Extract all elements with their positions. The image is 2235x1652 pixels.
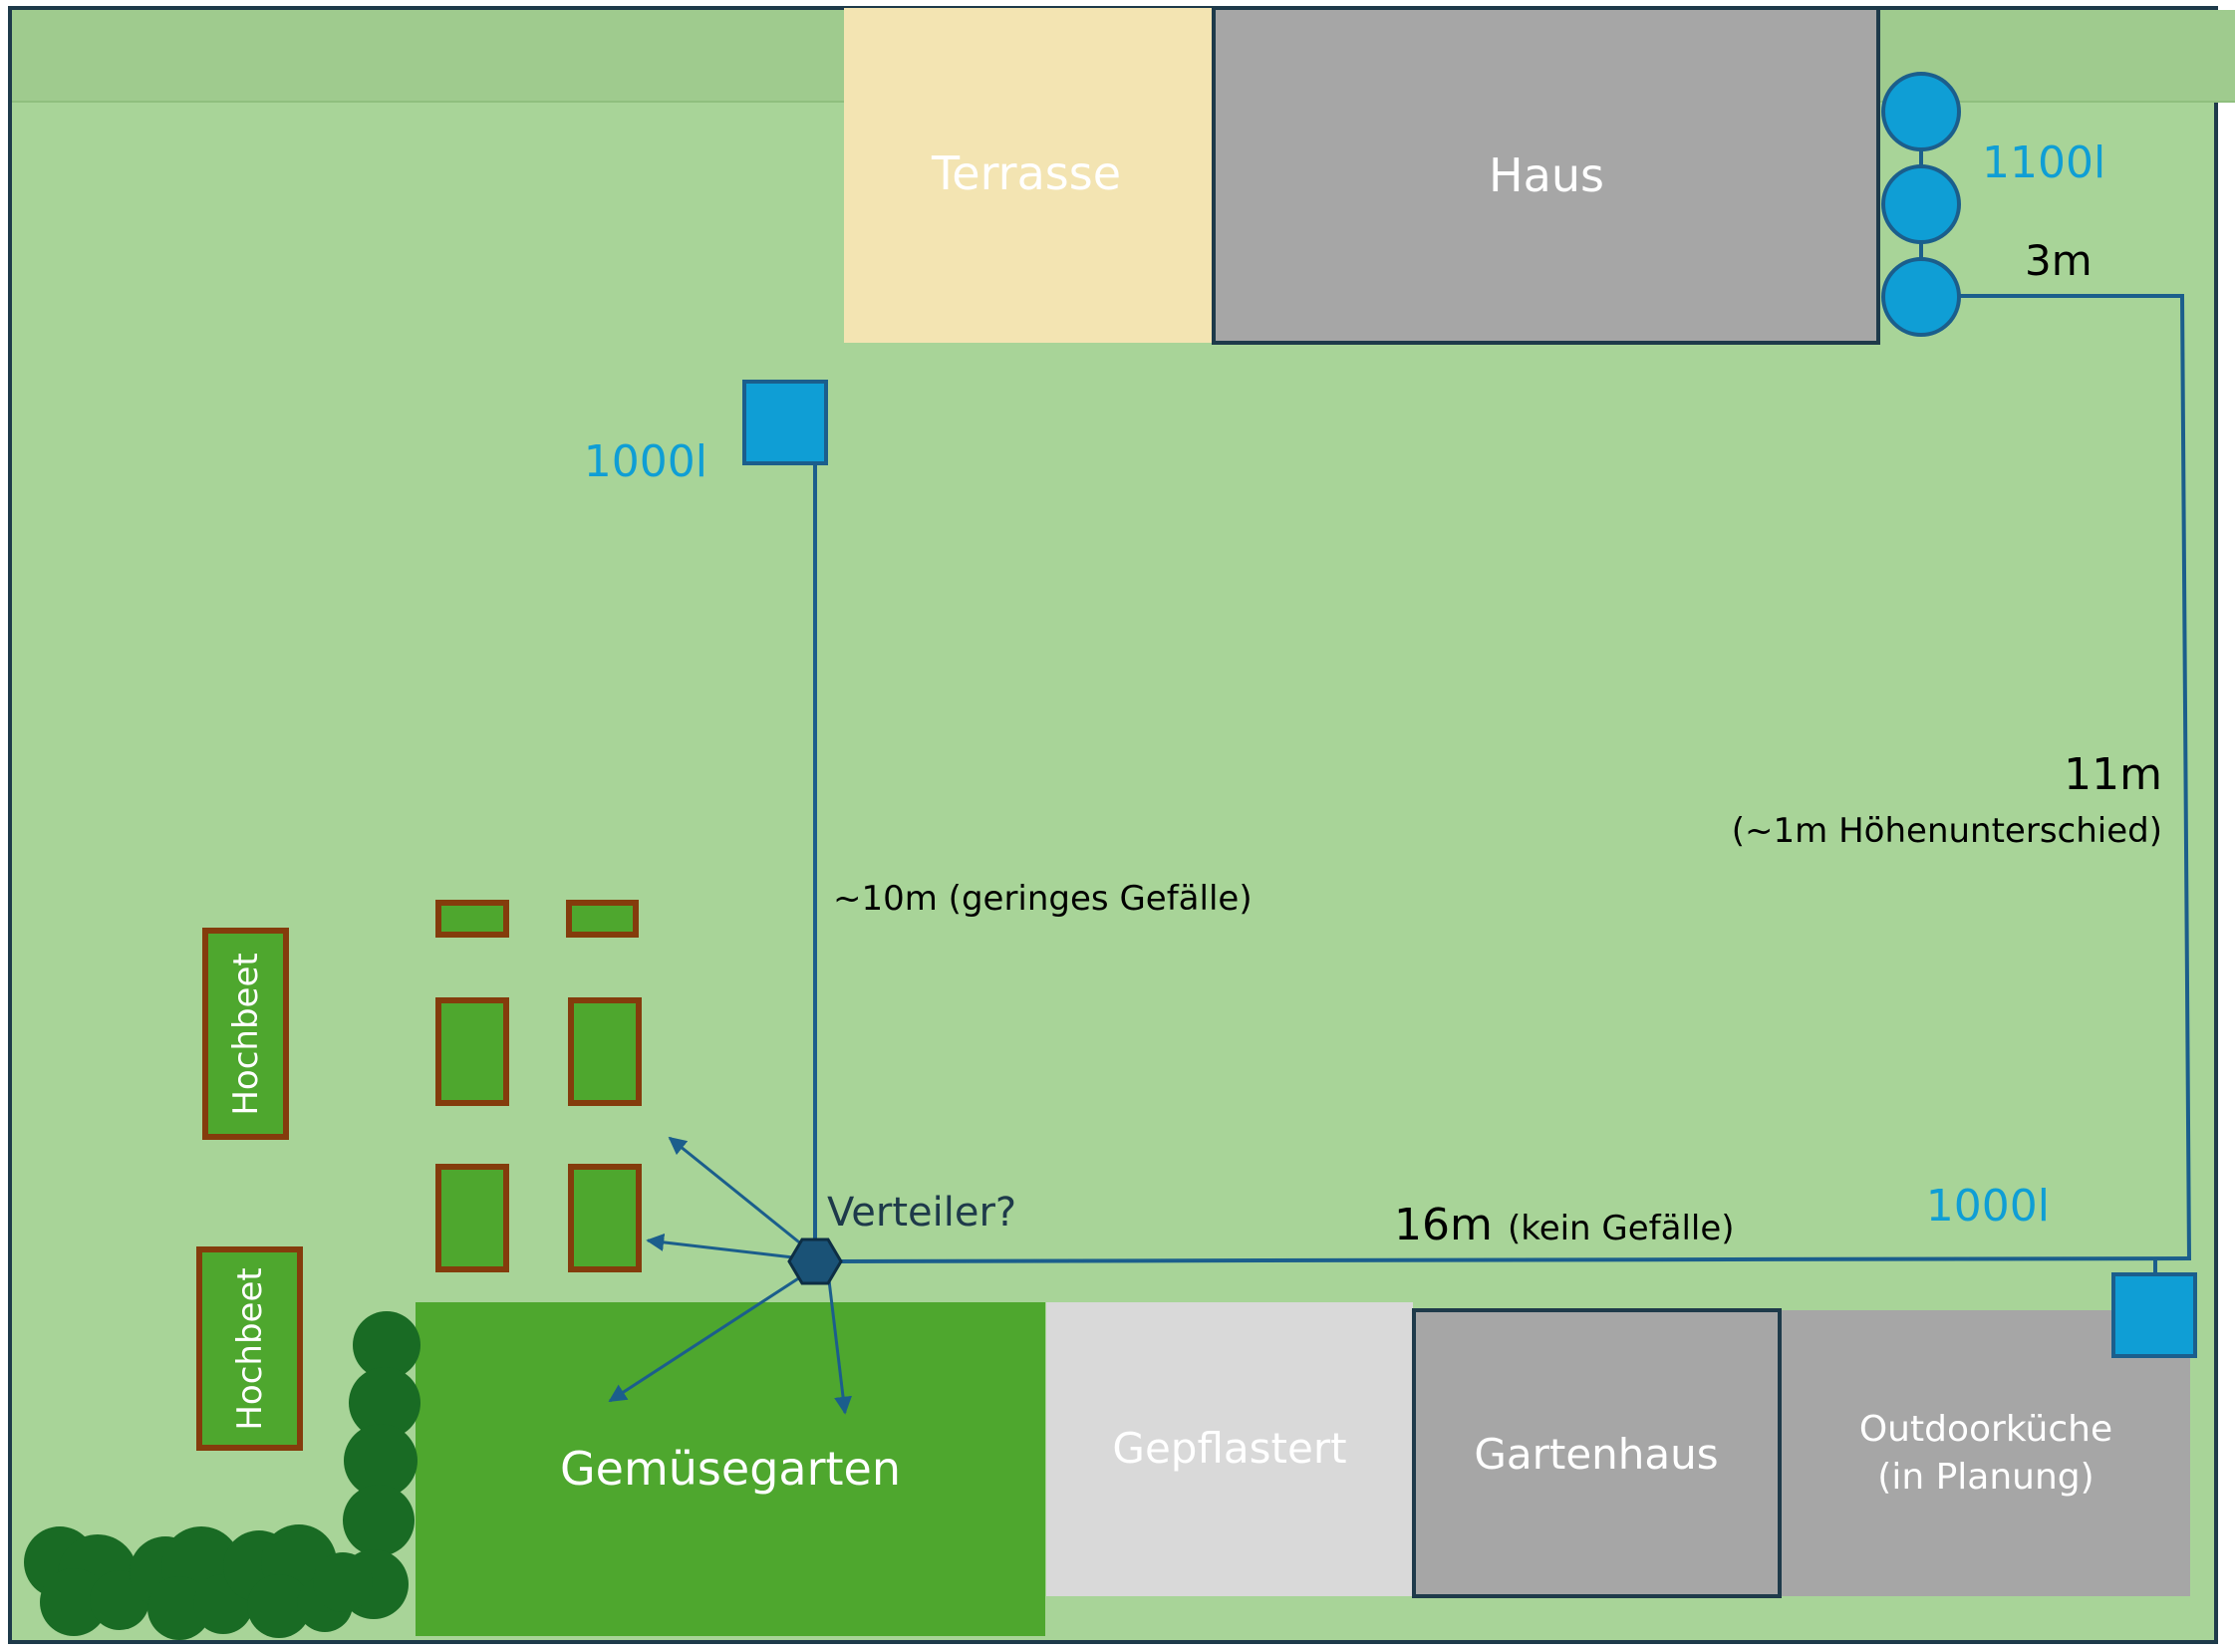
hochbeet-1-label: Hochbeet — [226, 953, 266, 1115]
distribution-arrow-4 — [827, 1279, 853, 1415]
distribution-arrow-1 — [668, 1136, 804, 1247]
gemuesegarten-label: Gemüsegarten — [560, 1442, 901, 1496]
terrasse-area — [844, 8, 1213, 343]
hochbeet-bed-2 — [196, 1246, 303, 1451]
verteiler-label: Verteiler? — [827, 1190, 1016, 1236]
distribution-arrow-3 — [608, 1273, 804, 1403]
hochbeet-bed-1 — [202, 928, 289, 1140]
house-tanks-volume-label: 1100l — [1982, 138, 2105, 188]
gartenhaus-label: Gartenhaus — [1474, 1430, 1718, 1479]
pipe-bottom-segment-length: 16m — [1394, 1200, 1493, 1250]
house-water-tank-3 — [1881, 257, 1961, 337]
garden-bed-4 — [568, 997, 642, 1106]
distribution-arrow-2 — [646, 1233, 794, 1259]
garden-bed-5 — [435, 1164, 509, 1272]
gepflastert-area — [1046, 1302, 1413, 1596]
hochbeet-2-label: Hochbeet — [230, 1267, 270, 1430]
gartenhaus-building — [1412, 1308, 1782, 1598]
right-tank-volume-label: 1000l — [1926, 1181, 2050, 1232]
garden-bed-small-1 — [435, 900, 509, 938]
left-water-tank — [742, 380, 828, 465]
house-water-tank-1 — [1881, 72, 1961, 151]
outdoorkueche-label-line1: Outdoorküche — [1859, 1409, 2112, 1450]
garden-bed-3 — [435, 997, 509, 1106]
pipe-house-segment-label: 3m — [2025, 236, 2093, 285]
pipe-bottom-segment-label: 16m (kein Gefälle) — [1394, 1200, 1735, 1250]
pipe-bottom-segment-note: (kein Gefälle) — [1508, 1209, 1735, 1248]
verteiler-node — [787, 1238, 843, 1285]
garden-bed-small-2 — [566, 900, 639, 938]
garden-bed-6 — [568, 1164, 642, 1272]
hedge-bushes — [24, 1311, 420, 1640]
left-tank-volume-label: 1000l — [584, 436, 707, 487]
pipe-right-segment-length-label: 11m — [2064, 749, 2162, 800]
pipe-right-tank-to-verteiler — [839, 1256, 2190, 1263]
pipe-left-segment-label: ~10m (geringes Gefälle) — [833, 879, 1253, 919]
pipe-right-segment-note-label: (~1m Höhenunterschied) — [1732, 811, 2162, 851]
gepflastert-label: Gepflastert — [1112, 1424, 1346, 1473]
gemuesegarten-area — [416, 1302, 1045, 1636]
haus-building — [1212, 6, 1880, 345]
outdoorkueche-label-line2: (in Planung) — [1877, 1457, 2094, 1498]
terrasse-label: Terrasse — [931, 146, 1121, 200]
right-water-tank — [2111, 1272, 2197, 1358]
house-water-tank-2 — [1881, 164, 1961, 244]
haus-label: Haus — [1489, 148, 1604, 202]
pipe-house-to-right-tank — [1959, 294, 2191, 1261]
